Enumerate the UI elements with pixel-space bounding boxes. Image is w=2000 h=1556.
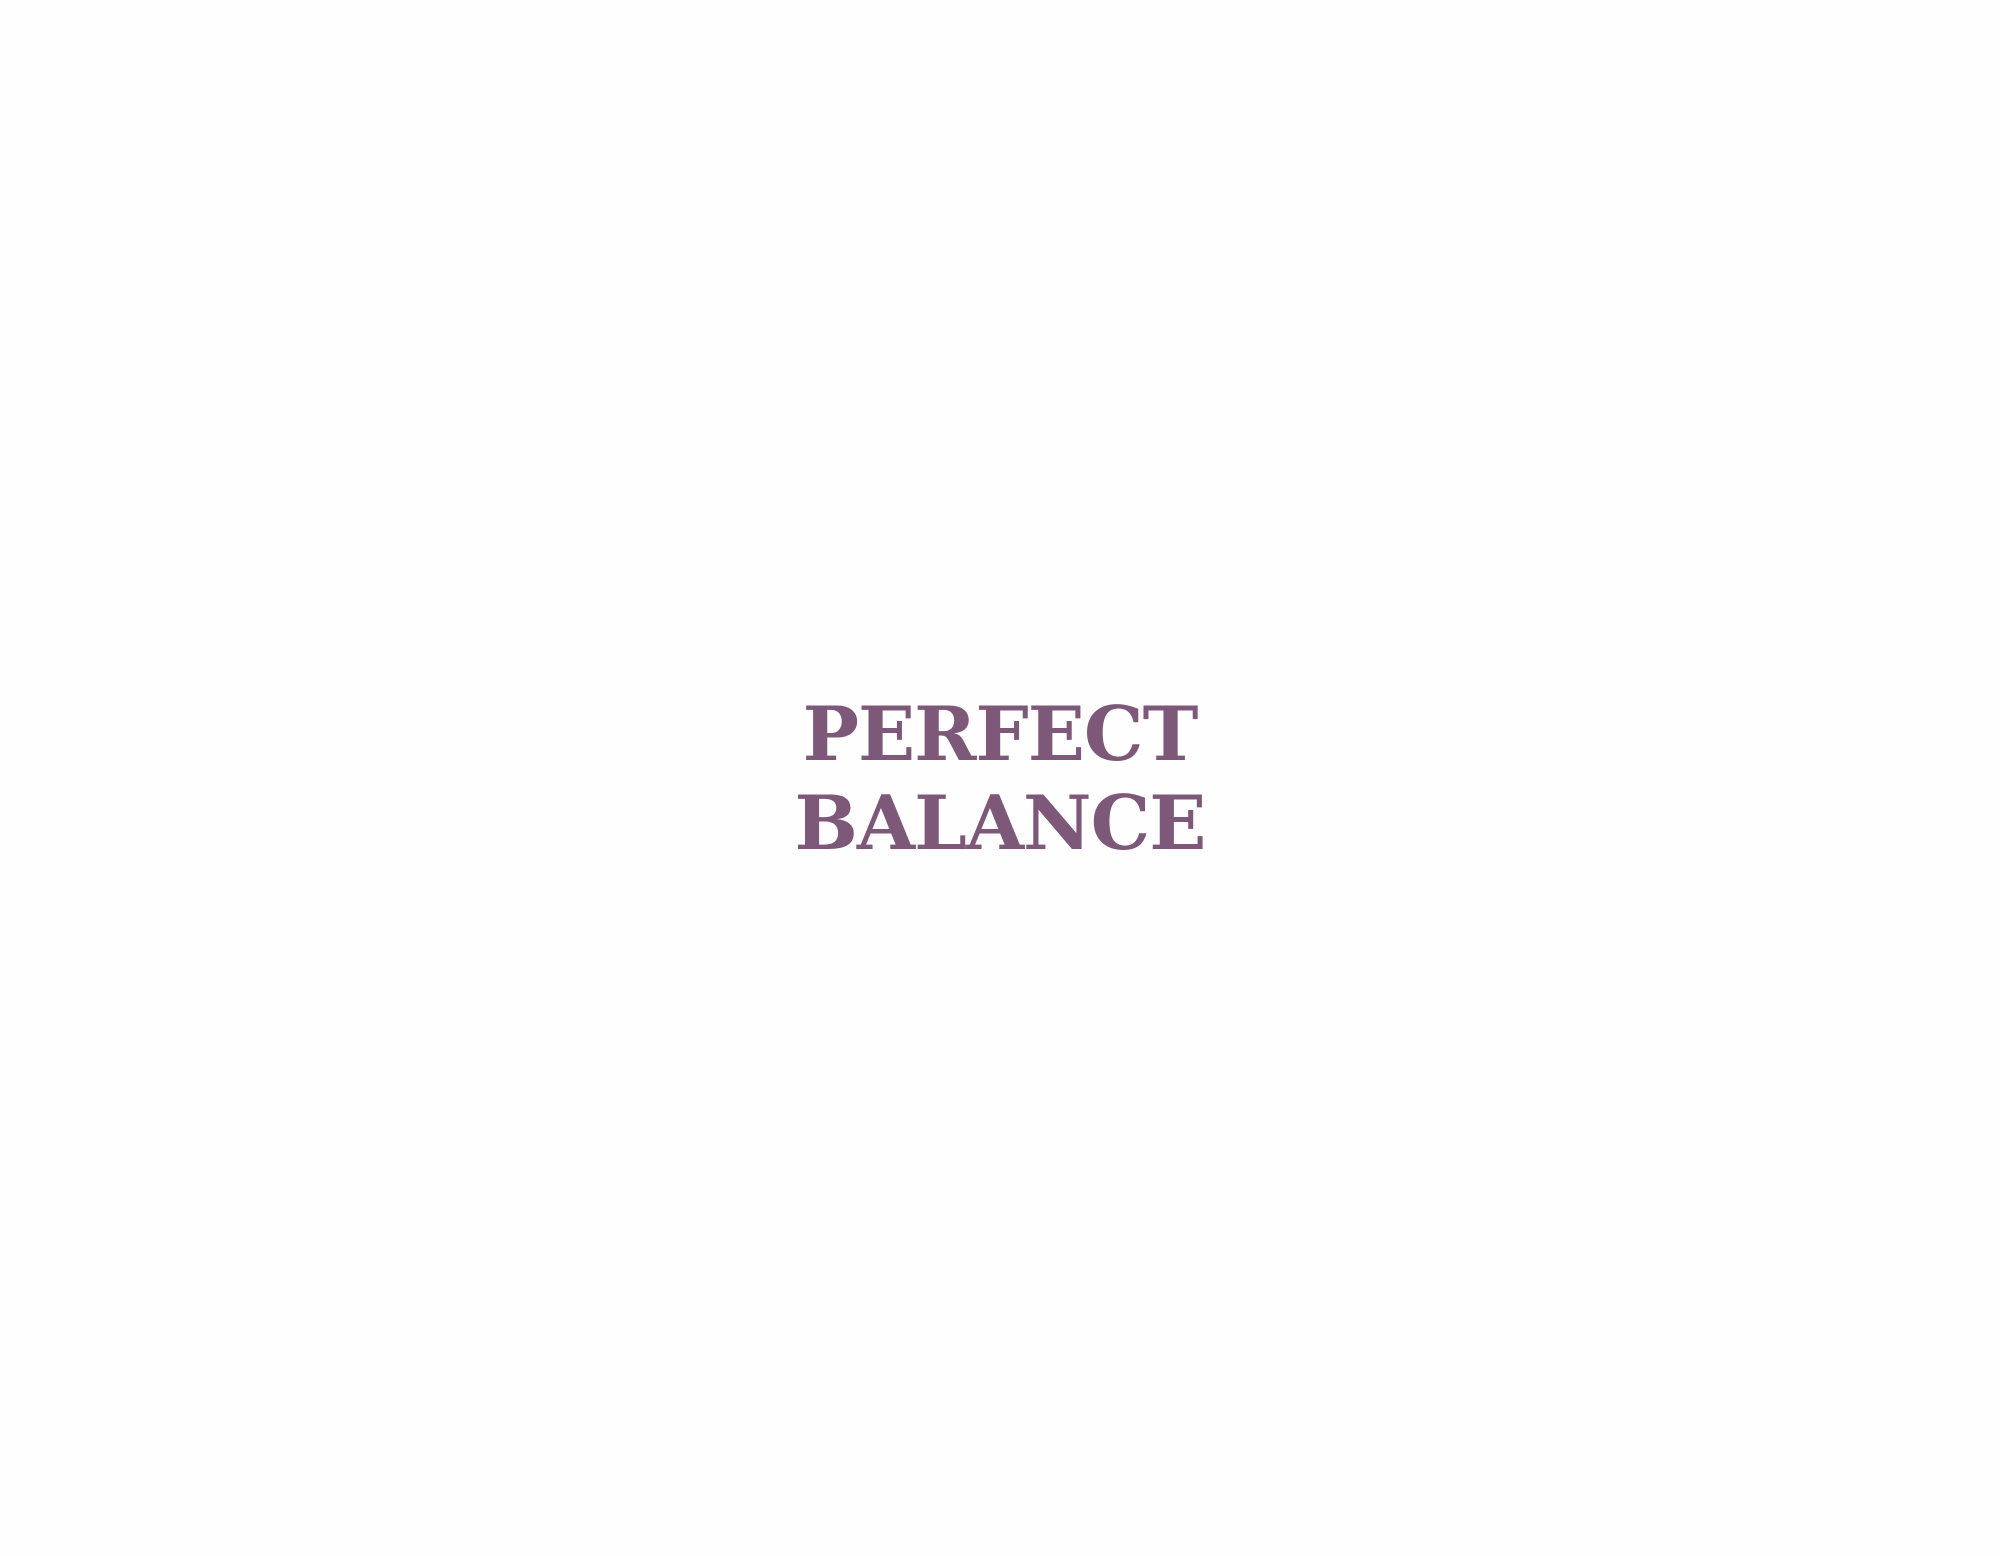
title-text: PERFECT BALANCE [0,690,2000,868]
title-line-2: BALANCE [794,779,1207,867]
title-line-1: PERFECT [802,690,1199,778]
